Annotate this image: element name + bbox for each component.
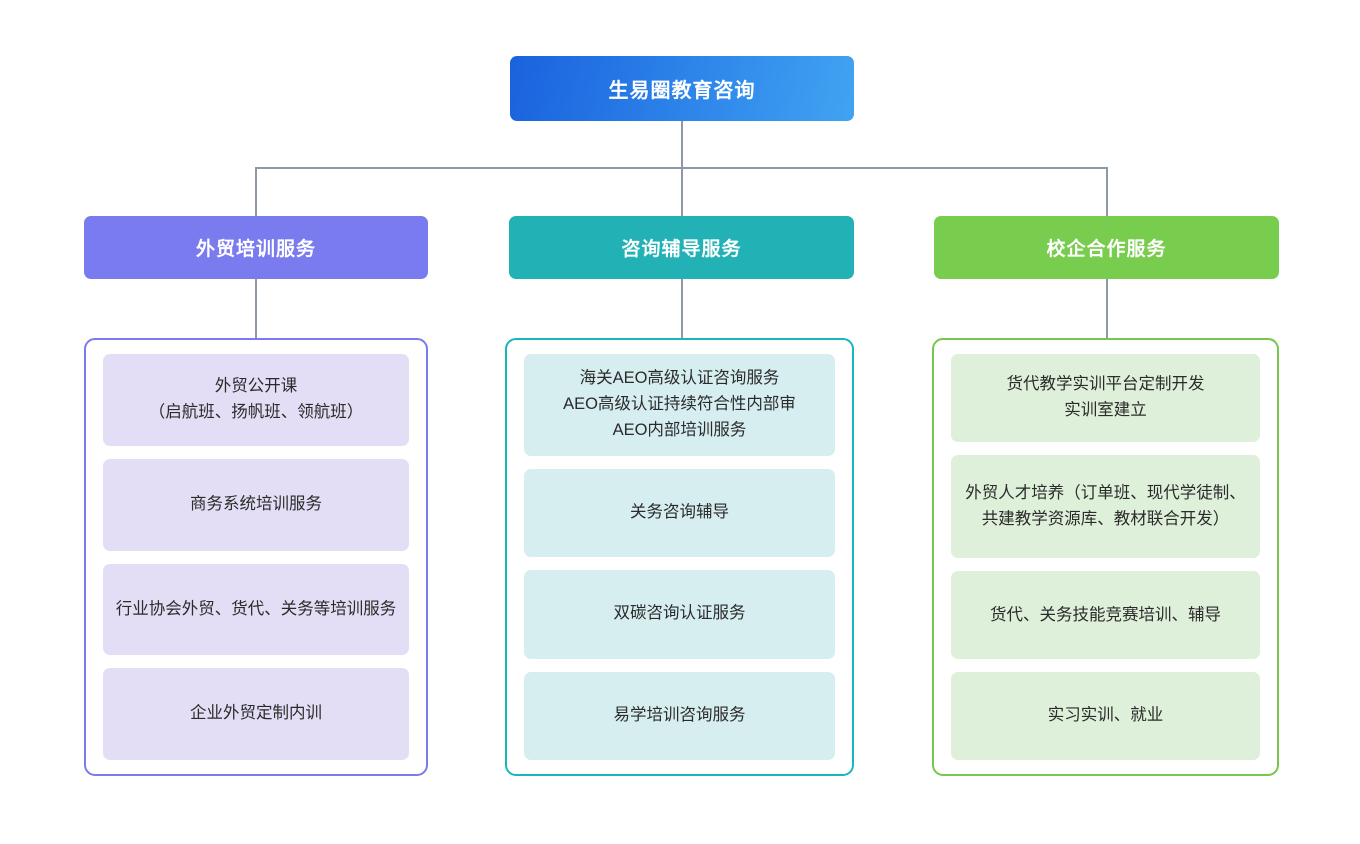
branch-header-0[interactable]: 外贸培训服务 bbox=[84, 216, 428, 279]
connector-drop-branch-1 bbox=[681, 167, 683, 217]
branch-header-0-label: 外贸培训服务 bbox=[195, 239, 316, 260]
connector-branch-0-to-panel bbox=[255, 279, 257, 339]
service-card[interactable]: 关务咨询辅导 bbox=[524, 468, 835, 558]
service-card[interactable]: 商务系统培训服务 bbox=[103, 458, 409, 551]
root-node-label: 生易圈教育咨询 bbox=[608, 80, 756, 102]
service-card[interactable]: 海关AEO高级认证咨询服务 AEO高级认证持续符合性内部审 AEO内部培训服务 bbox=[524, 354, 835, 456]
branch-panel-0: 外贸公开课 （启航班、扬帆班、领航班） 商务系统培训服务 行业协会外贸、货代、关… bbox=[84, 338, 428, 776]
branch-header-1-label: 咨询辅导服务 bbox=[621, 239, 742, 260]
connector-branch-2-to-panel bbox=[1106, 279, 1108, 339]
root-node[interactable]: 生易圈教育咨询 bbox=[510, 56, 854, 121]
service-card[interactable]: 实习实训、就业 bbox=[951, 672, 1260, 760]
connector-drop-branch-2 bbox=[1106, 167, 1108, 217]
branch-panel-1: 海关AEO高级认证咨询服务 AEO高级认证持续符合性内部审 AEO内部培训服务 … bbox=[505, 338, 854, 776]
connector-drop-branch-0 bbox=[255, 167, 257, 217]
branch-header-2-label: 校企合作服务 bbox=[1046, 239, 1167, 260]
service-card[interactable]: 易学培训咨询服务 bbox=[524, 671, 835, 760]
connector-root-down bbox=[681, 121, 683, 168]
service-card[interactable]: 外贸人才培养（订单班、现代学徒制、共建教学资源库、教材联合开发） bbox=[951, 454, 1260, 559]
service-card[interactable]: 外贸公开课 （启航班、扬帆班、领航班） bbox=[103, 354, 409, 446]
branch-header-2[interactable]: 校企合作服务 bbox=[934, 216, 1279, 279]
service-card[interactable]: 双碳咨询认证服务 bbox=[524, 570, 835, 659]
service-card[interactable]: 货代、关务技能竞赛培训、辅导 bbox=[951, 571, 1260, 660]
service-card[interactable]: 货代教学实训平台定制开发 实训室建立 bbox=[951, 354, 1260, 442]
service-card[interactable]: 行业协会外贸、货代、关务等培训服务 bbox=[103, 563, 409, 656]
branch-panel-2: 货代教学实训平台定制开发 实训室建立 外贸人才培养（订单班、现代学徒制、共建教学… bbox=[932, 338, 1279, 776]
connector-branch-1-to-panel bbox=[681, 279, 683, 339]
service-card[interactable]: 企业外贸定制内训 bbox=[103, 668, 409, 760]
branch-header-1[interactable]: 咨询辅导服务 bbox=[509, 216, 854, 279]
